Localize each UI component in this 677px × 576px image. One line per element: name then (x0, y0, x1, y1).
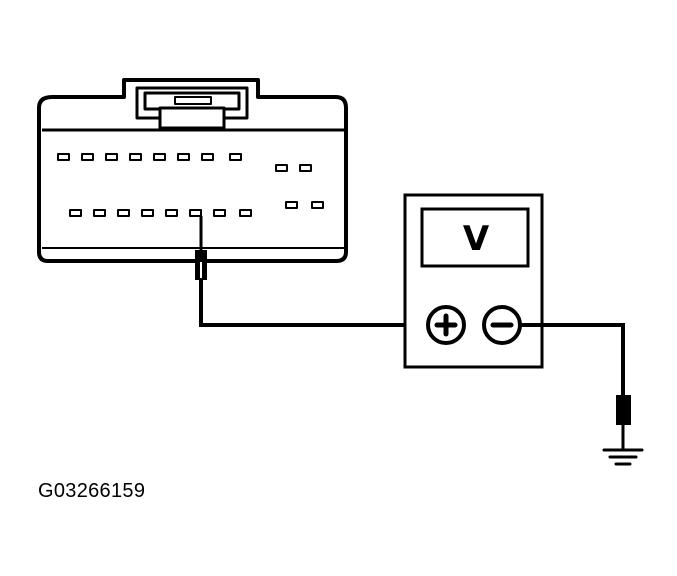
ground-icon (602, 448, 644, 466)
lock-tab-window (174, 96, 212, 105)
plus-symbol-icon (434, 313, 458, 337)
terminal-row-upper (57, 153, 312, 172)
positive-lead-wire (199, 280, 428, 327)
voltmeter-icon: V (403, 193, 544, 369)
figure-code: G03266159 (38, 480, 146, 502)
probe-icon (195, 216, 207, 280)
connector-icon (37, 78, 348, 263)
ground-probe (616, 395, 631, 425)
terminal-row-lower (69, 201, 324, 217)
voltmeter-display (420, 207, 530, 268)
voltmeter-readout: V (463, 219, 490, 259)
negative-lead-wire (520, 323, 625, 395)
connector-housing (37, 78, 348, 263)
lock-tab-base (158, 106, 226, 130)
